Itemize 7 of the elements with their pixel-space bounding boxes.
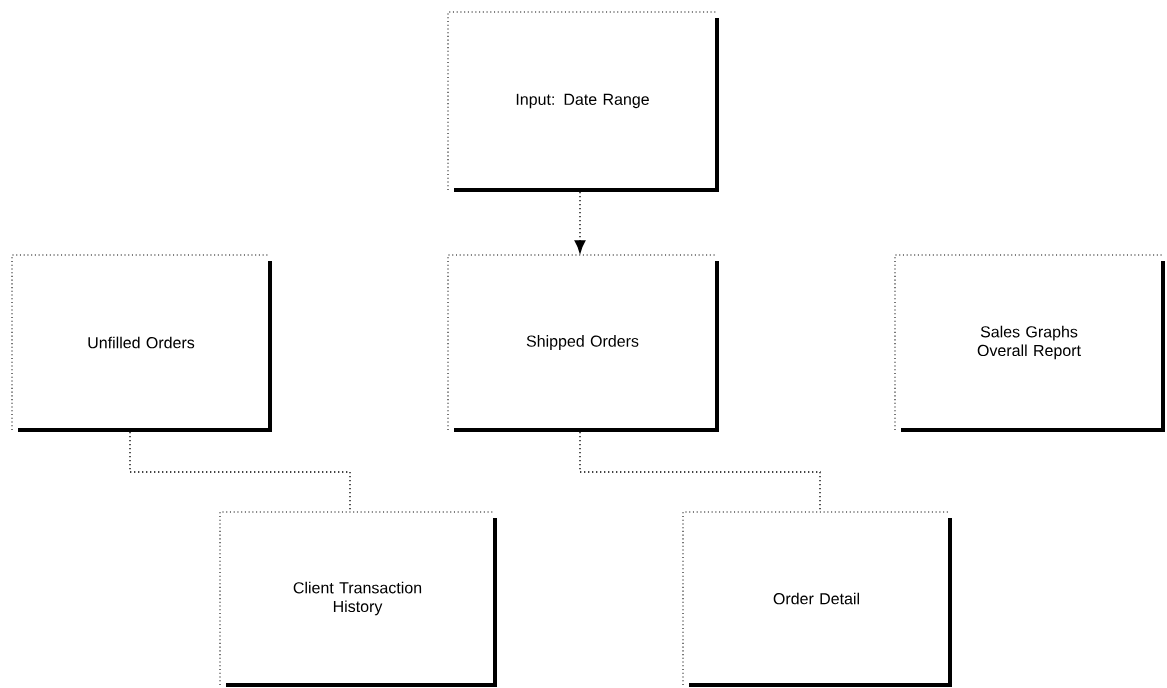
- process-box: Shipped Orders: [447, 254, 719, 432]
- process-box: Sales Graphs Overall Report: [894, 254, 1165, 432]
- connector: [574, 191, 586, 254]
- process-box: Order Detail: [682, 511, 952, 687]
- process-box: Unfilled Orders: [11, 254, 272, 432]
- process-box: Client Transaction History: [219, 511, 497, 687]
- process-box: Input: Date Range: [447, 11, 719, 192]
